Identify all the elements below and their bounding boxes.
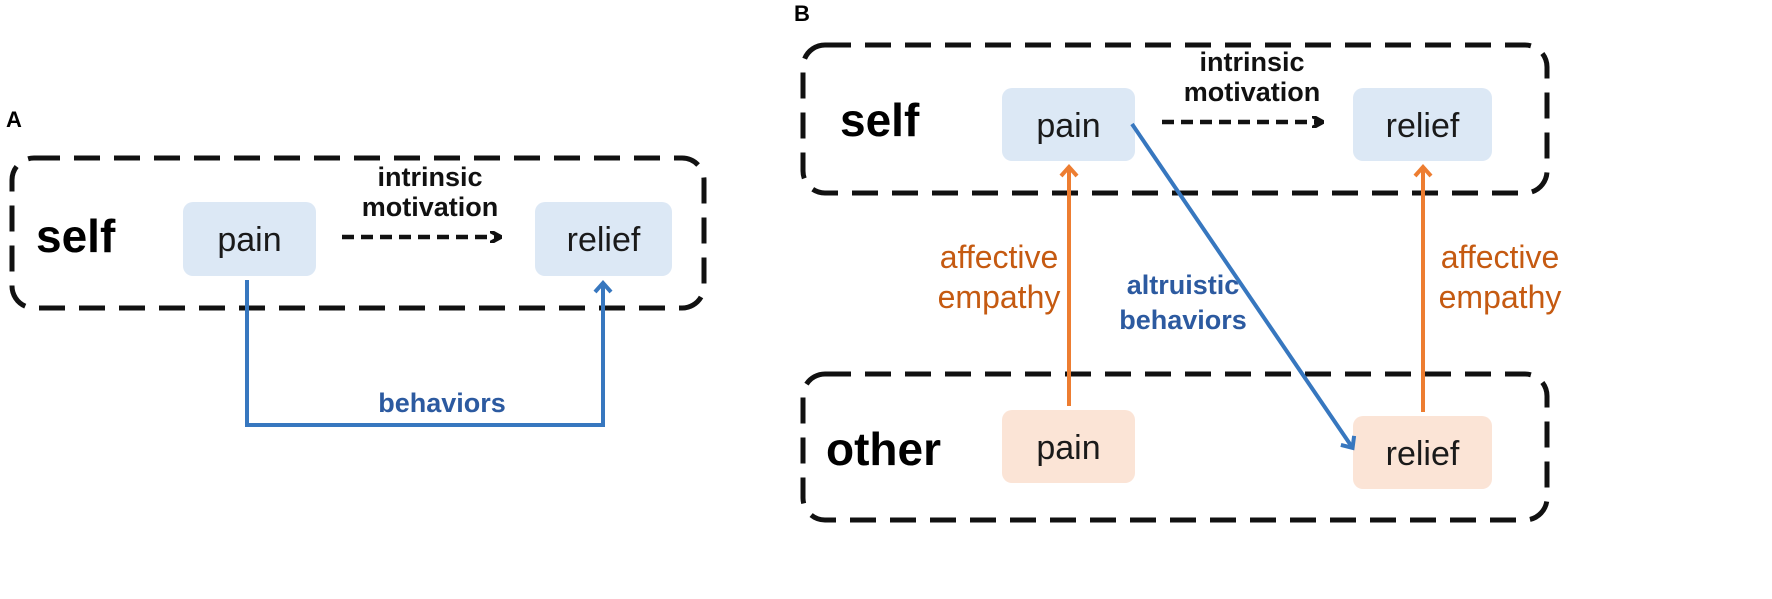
panel-a-intrinsic-label-line2: motivation (362, 192, 499, 222)
panel-b-altruistic-label-line2: behaviors (1119, 305, 1247, 335)
panel-b-self-pain-label: pain (1036, 107, 1100, 145)
panel-b-self-label: self (840, 94, 920, 146)
panel-a: A self pain relief intrinsic motivation … (6, 107, 707, 427)
panel-a-relief-node: relief (535, 202, 672, 276)
panel-b-self-group-box (800, 42, 1550, 196)
panel-b-empathy-right-label-line1: affective (1441, 239, 1560, 275)
panel-a-relief-label: relief (567, 221, 641, 259)
panel-a-behaviors-arrow (245, 279, 613, 427)
panel-b-other-group-box (800, 371, 1550, 523)
panel-b-altruistic-label-line1: altruistic (1127, 270, 1240, 300)
panel-b-letter: B (794, 1, 810, 26)
panel-b-self-pain-node: pain (1002, 88, 1135, 161)
panel-a-letter: A (6, 107, 22, 132)
panel-b-intrinsic-label-line1: intrinsic (1199, 47, 1304, 77)
panel-b-other-relief-node: relief (1353, 416, 1492, 489)
panel-b-other-pain-node: pain (1002, 410, 1135, 483)
panel-b-self-relief-label: relief (1386, 107, 1460, 145)
panel-b-other-relief-label: relief (1386, 435, 1460, 473)
panel-b-intrinsic-label-line2: motivation (1184, 77, 1321, 107)
panel-a-self-label: self (36, 210, 116, 262)
panel-b-altruistic-arrow (1130, 122, 1357, 451)
panel-b-empathy-left-label-line2: empathy (938, 279, 1061, 315)
panel-a-self-group-box (9, 155, 707, 311)
panel-b: B self other pain relief pain relief int… (794, 1, 1562, 523)
panel-a-pain-node: pain (183, 202, 316, 276)
panel-a-intrinsic-label-line1: intrinsic (377, 162, 482, 192)
panel-b-other-label: other (826, 423, 941, 475)
panel-b-empathy-right-label-line2: empathy (1439, 279, 1562, 315)
panel-b-empathy-left-label-line1: affective (940, 239, 1059, 275)
panel-a-behaviors-label: behaviors (378, 388, 506, 418)
panel-a-pain-label: pain (217, 221, 281, 259)
panel-b-other-pain-label: pain (1036, 429, 1100, 467)
panel-b-self-relief-node: relief (1353, 88, 1492, 161)
